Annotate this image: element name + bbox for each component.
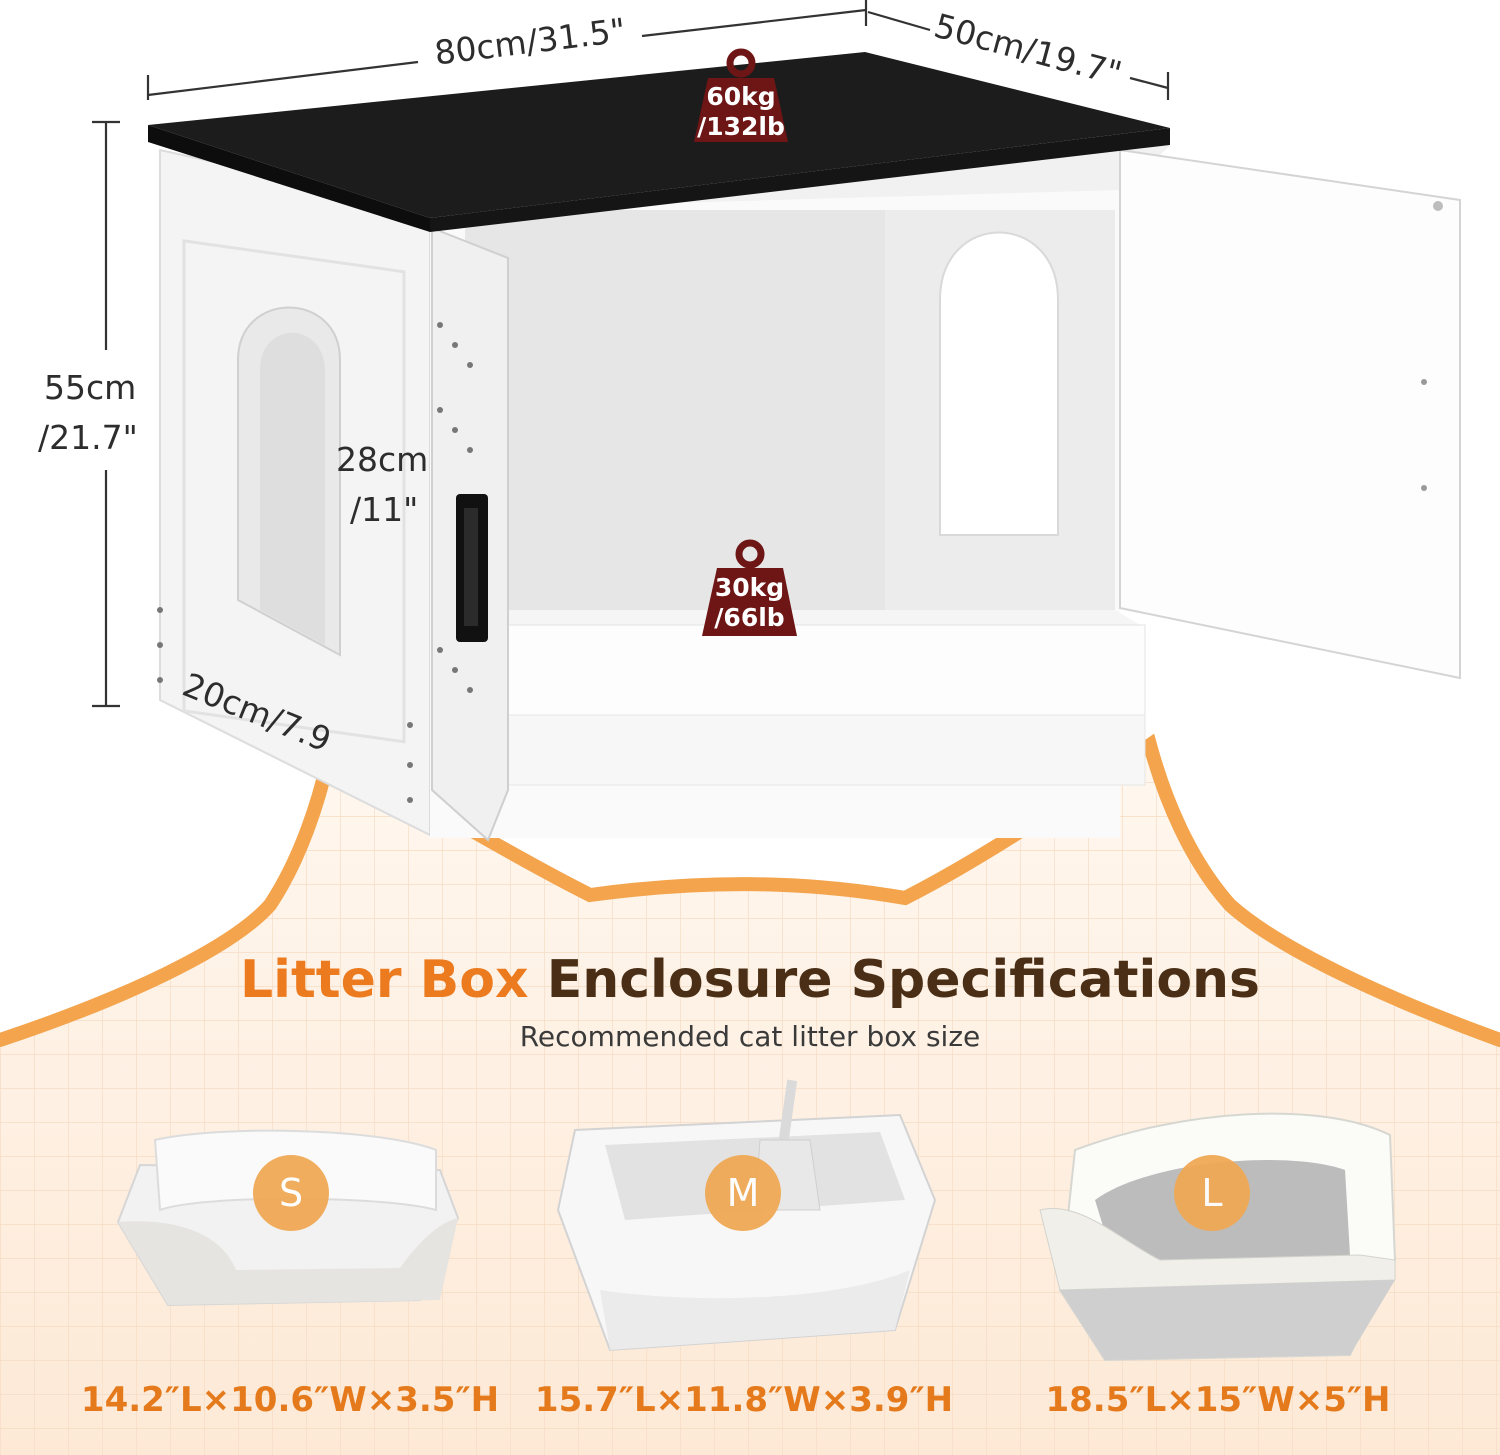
top-load-text: 60kg /132lb <box>694 82 788 142</box>
title-accent: Litter Box <box>239 950 529 1010</box>
litter-box-large <box>1039 1112 1397 1362</box>
title-rest: Enclosure Specifications <box>546 950 1261 1010</box>
size-label-s: 14.2″L×10.6″W×3.5″H <box>80 1380 500 1420</box>
size-label-l: 18.5″L×15″W×5″H <box>1045 1380 1391 1420</box>
opening-height-cm: 28cm <box>336 440 429 479</box>
size-badge-s: S <box>253 1155 329 1231</box>
litter-box-medium <box>556 1079 937 1352</box>
page-title: Litter Box Enclosure Specifications <box>0 950 1500 1010</box>
top-load-kg: 60kg <box>706 82 776 111</box>
top-load-lb: /132lb <box>697 112 785 141</box>
cabinet <box>148 52 1461 842</box>
top-load-tag <box>694 48 788 142</box>
size-badge-m: M <box>705 1155 781 1231</box>
height-dimension-in: /21.7" <box>38 418 138 457</box>
shelf-load-tag <box>702 539 797 636</box>
page-subtitle: Recommended cat litter box size <box>519 1020 981 1053</box>
shelf-load-kg: 30kg <box>714 573 785 602</box>
size-badge-l: L <box>1174 1155 1250 1231</box>
size-label-m: 15.7″L×11.8″W×3.9″H <box>534 1380 954 1420</box>
opening-height-in: /11" <box>350 490 419 529</box>
shelf-load-text: 30kg /66lb <box>702 573 797 633</box>
shelf-load-lb: /66lb <box>714 603 785 632</box>
height-dimension-cm: 55cm <box>44 368 137 407</box>
